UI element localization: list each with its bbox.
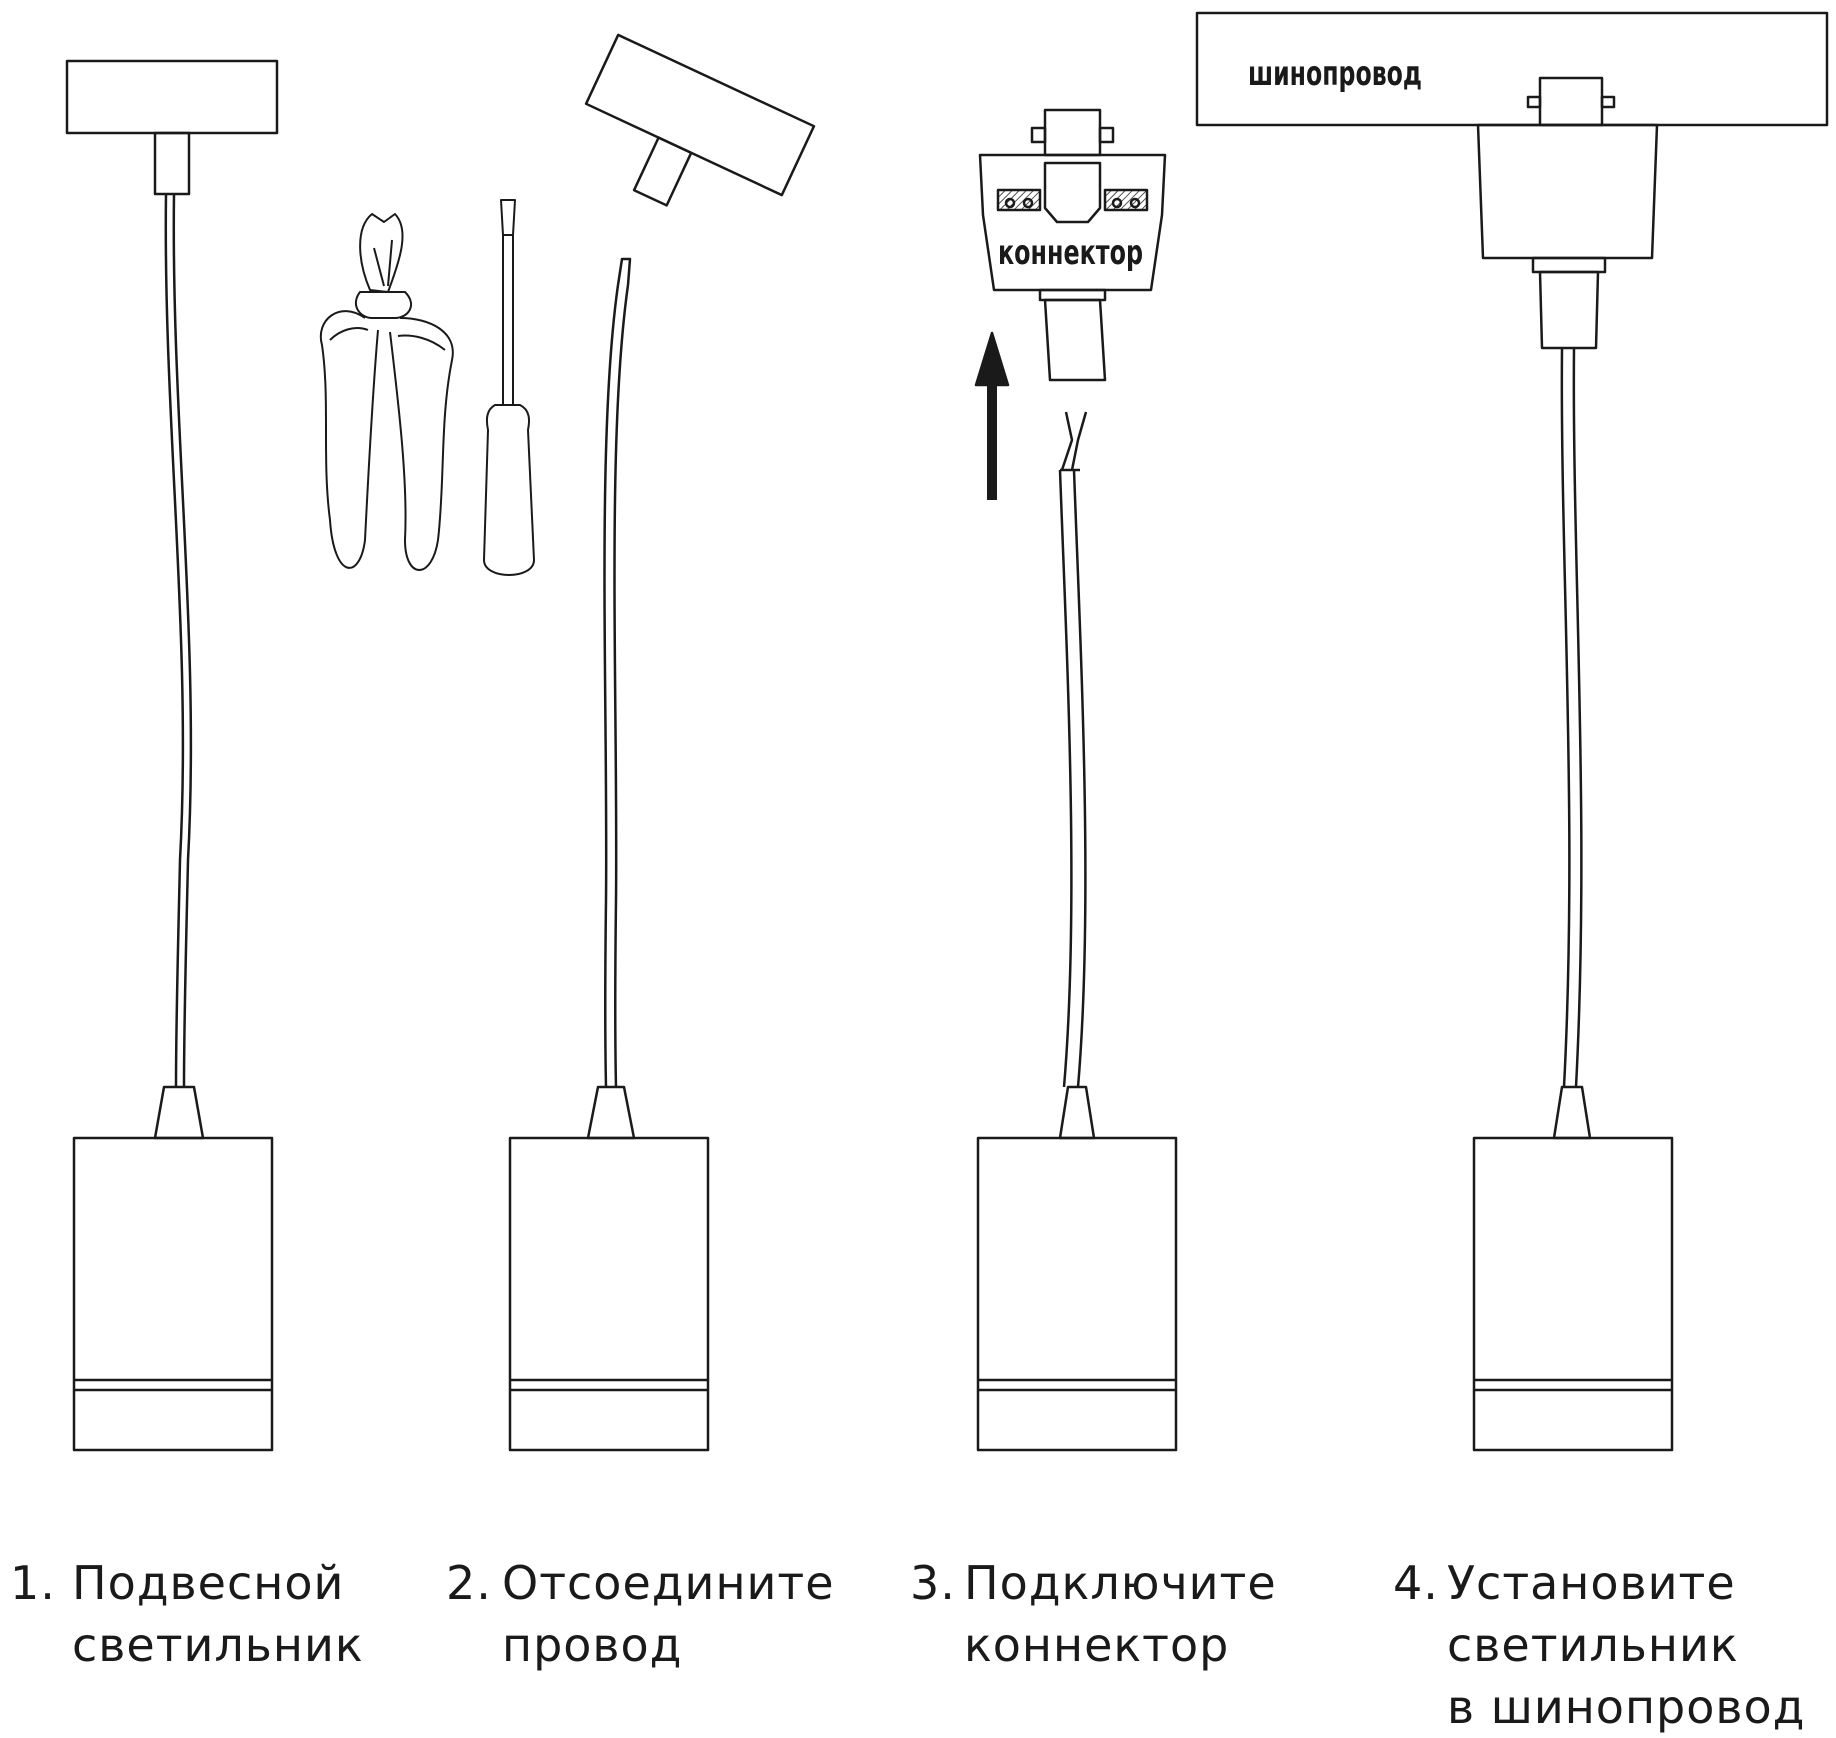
cable: [1560, 347, 1571, 1088]
step-line: провод: [502, 1618, 683, 1672]
connector-top-tab: [1030, 126, 1047, 144]
cut-cable: [603, 284, 620, 1088]
cable-line2: [1072, 469, 1087, 1088]
lamp-body: [1472, 1136, 1674, 1452]
step-line: Подключите: [964, 1556, 1277, 1610]
step3-figure: [974, 108, 1178, 1452]
connector-tag: коннектор: [998, 233, 1143, 273]
contact-right: [1103, 188, 1149, 212]
step-number: 3.: [910, 1556, 956, 1610]
rail-tab: [1526, 95, 1542, 109]
cable-line2: [1572, 347, 1583, 1088]
step2-figure: [319, 33, 816, 1452]
step-number: 2.: [446, 1556, 492, 1610]
connector: [978, 108, 1167, 382]
connector-top-tab: [1098, 126, 1115, 144]
installed-connector: [1476, 123, 1659, 260]
detached-adapter-stem: [632, 136, 693, 207]
step-line: Отсоедините: [502, 1556, 835, 1610]
lamp-body: [508, 1136, 710, 1452]
connector-body: [978, 153, 1167, 292]
contact-left: [996, 188, 1042, 212]
step-line: светильник: [1447, 1618, 1739, 1672]
lamp-body: [976, 1136, 1178, 1452]
detached-adapter: [584, 33, 816, 207]
cable: [1058, 469, 1073, 1088]
connector-gland: [1043, 298, 1107, 382]
adapter-stem: [153, 131, 191, 196]
screw: [1129, 197, 1141, 209]
lamp-body: [72, 1136, 274, 1452]
cable-gland: [1552, 1085, 1592, 1140]
step-number: 4.: [1393, 1556, 1439, 1610]
rail-tab: [1600, 95, 1616, 109]
pliers-icon: [319, 213, 454, 571]
screw: [1022, 197, 1034, 209]
connector-neck: [1038, 288, 1107, 302]
cut-cable-line2: [613, 284, 630, 1088]
step-line: Установите: [1447, 1556, 1736, 1610]
installed-connector-gland: [1538, 270, 1600, 350]
step-text: Отсоедините провод: [502, 1552, 835, 1676]
stripped-wire: [1060, 411, 1088, 472]
step4-figure: [1195, 11, 1829, 1452]
screwdriver-icon: [483, 199, 535, 576]
cable-gland: [1058, 1085, 1096, 1140]
cable-line2: [172, 193, 193, 1088]
arrow-up-icon: [974, 331, 1010, 500]
step-line: в шинопровод: [1447, 1680, 1806, 1734]
step-line: коннектор: [964, 1618, 1230, 1672]
connector-inner: [1043, 161, 1102, 224]
track-tag: шинопровод: [1248, 54, 1422, 94]
cable-end: [616, 257, 632, 286]
track-adapter-head: [65, 59, 279, 135]
screw: [1004, 197, 1016, 209]
cable: [164, 193, 185, 1088]
cable-gland: [586, 1085, 636, 1140]
step1-figure: [65, 59, 279, 1452]
detached-adapter-head: [584, 33, 816, 197]
screw: [1111, 197, 1123, 209]
connector-top-block: [1043, 108, 1102, 157]
step-number: 1.: [10, 1556, 56, 1610]
step-text: Подключите коннектор: [964, 1552, 1277, 1676]
rail-slot: [1538, 76, 1604, 127]
cable-gland: [153, 1085, 205, 1140]
step-line: Подвесной: [72, 1556, 345, 1610]
step-text: Подвесной светильник: [72, 1552, 364, 1676]
installed-connector-neck: [1531, 256, 1607, 274]
step-text: Установите светильник в шинопровод: [1447, 1552, 1805, 1738]
step-line: светильник: [72, 1618, 364, 1672]
